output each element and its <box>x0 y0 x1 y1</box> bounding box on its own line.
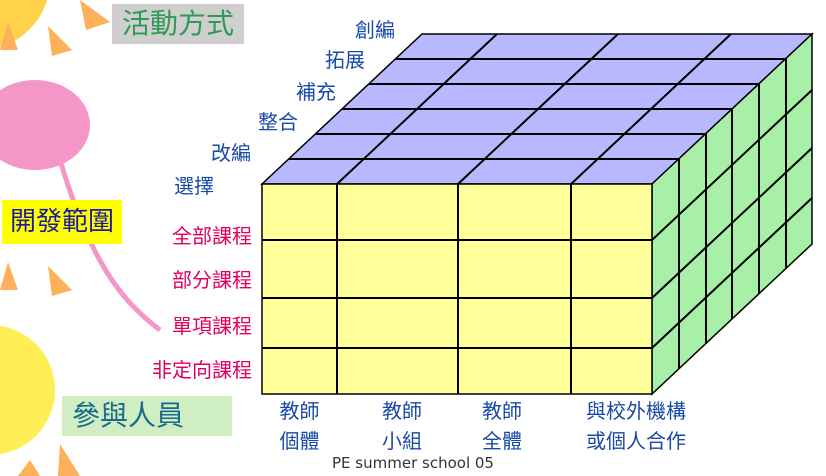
sun-ray <box>58 444 80 476</box>
scope-label: 單項課程 <box>172 314 252 338</box>
sun-ray <box>80 0 110 30</box>
activity-label: 補充 <box>296 80 336 104</box>
participant-label: 教師 小組 <box>362 396 442 456</box>
participants-title: 參與人員 <box>62 396 232 436</box>
activity-label: 選擇 <box>174 174 214 198</box>
footer-text: PE summer school 05 <box>332 454 494 472</box>
participant-label: 教師 全體 <box>462 396 542 456</box>
sun-shape-bottom <box>0 325 55 455</box>
cube-top-face <box>260 33 814 185</box>
scope-label: 部分課程 <box>172 268 252 292</box>
participant-line: 個體 <box>279 429 320 453</box>
participant-line: 或個人合作 <box>586 429 686 453</box>
sun-ray <box>0 22 18 50</box>
participant-line: 小組 <box>382 429 422 453</box>
cube-front-face <box>261 183 653 395</box>
balloon-string <box>57 159 162 332</box>
participant-label: 教師 個體 <box>262 396 337 456</box>
activity-label: 改編 <box>211 141 251 165</box>
participant-line: 教師 <box>279 399 320 423</box>
sun-ray <box>48 266 72 296</box>
activity-label: 拓展 <box>325 48 365 72</box>
participant-line: 教師 <box>482 399 522 423</box>
activity-mode-title: 活動方式 <box>112 4 245 44</box>
participant-line: 全體 <box>482 429 522 453</box>
activity-label: 整合 <box>258 110 298 134</box>
scope-label: 非定向課程 <box>152 358 252 382</box>
scope-label: 全部課程 <box>172 224 252 248</box>
balloon-shape <box>0 80 90 170</box>
activity-label: 創編 <box>355 18 395 42</box>
participant-line: 教師 <box>382 399 422 423</box>
sun-ray <box>18 460 40 476</box>
sun-ray <box>0 262 18 290</box>
sun-ray <box>48 26 72 56</box>
participant-label: 與校外機構 或個人合作 <box>566 396 706 456</box>
participant-line: 與校外機構 <box>586 399 686 423</box>
development-scope-title: 開發範圍 <box>2 200 123 244</box>
